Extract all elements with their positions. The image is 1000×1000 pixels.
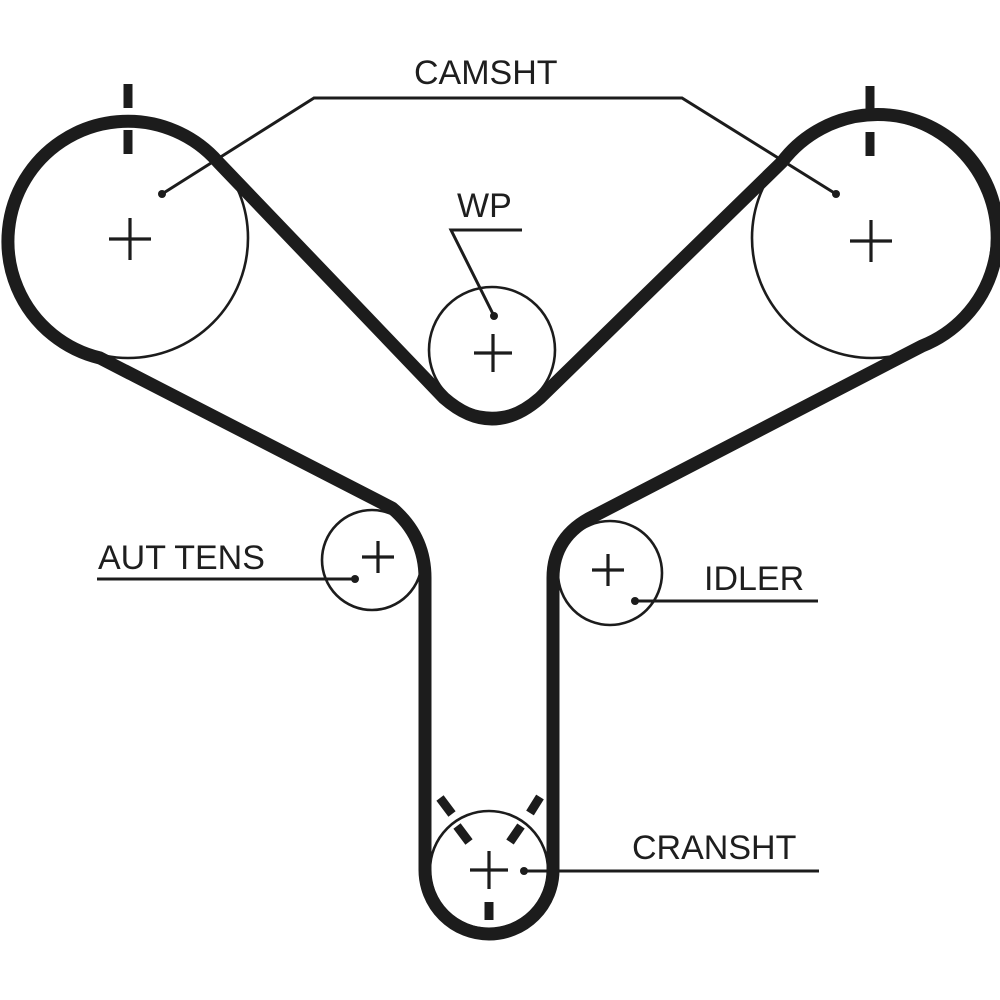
water-pump-label: WP [457,187,512,225]
crankshaft-center-cross [470,851,508,889]
camshaft-left-center-cross [109,218,151,260]
idler-center-cross [592,554,624,586]
crankshaft-timing-mark-outer-right [526,794,544,816]
crankshaft-timing-mark-outer-left [436,795,456,817]
auto-tensioner-leader-dot [351,575,359,583]
crankshaft-leader-dot [520,867,528,875]
camshaft-label: CAMSHT [414,54,558,92]
crankshaft-timing-mark-inner-right [506,823,525,845]
water-pump-leader-dot [490,312,498,320]
auto-tensioner-center-cross [362,541,394,573]
camshaft-right-leader-dot [832,190,840,198]
crankshaft-label: CRANSHT [632,829,796,867]
water-pump-leader-line [448,228,522,317]
idler-label: IDLER [704,560,804,598]
timing-belt [1,108,1000,941]
idler-leader-dot [631,597,639,605]
camshaft-leader-line [161,96,837,196]
camshaft-left-leader-dot [158,190,166,198]
auto-tensioner-label: AUT TENS [98,539,265,577]
water-pump-center-cross [474,334,512,372]
crankshaft-timing-mark-inner-left [453,823,473,845]
camshaft-right-center-cross [850,220,892,262]
